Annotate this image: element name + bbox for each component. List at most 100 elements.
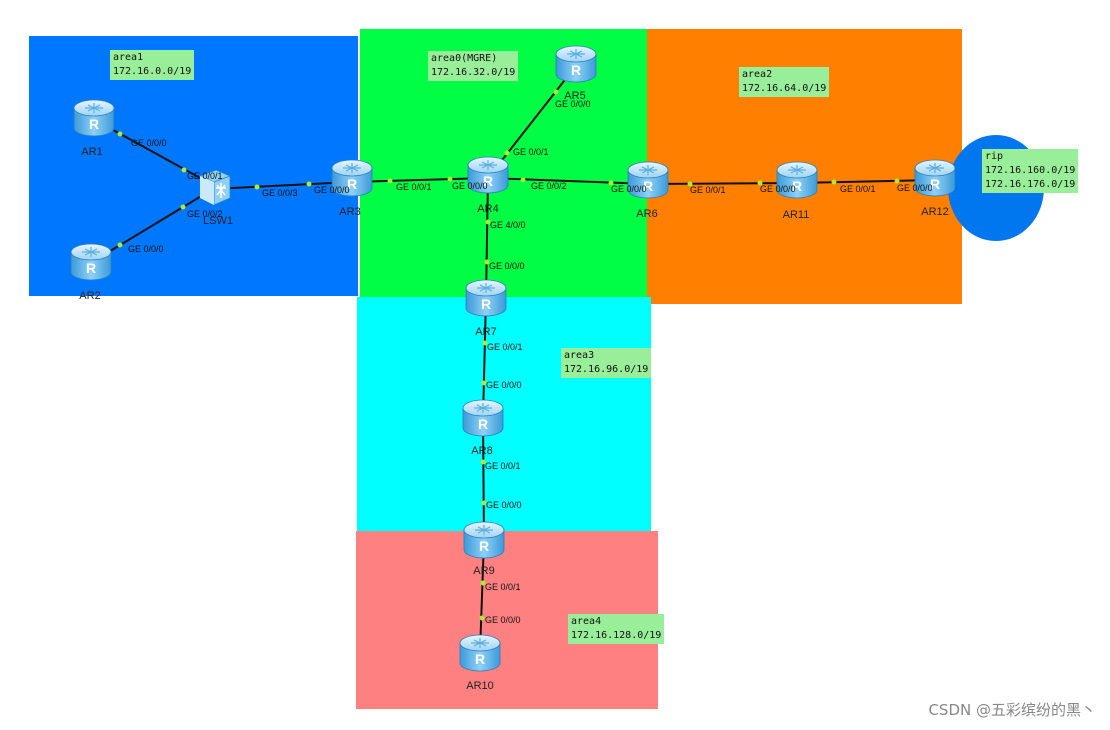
port-dot — [479, 615, 485, 621]
port-label: GE 0/0/0 — [486, 380, 522, 390]
watermark-text: CSDN @五彩缤纷的黑丶 — [928, 701, 1096, 719]
port-dot — [180, 204, 186, 210]
port-label: GE 0/0/3 — [262, 188, 298, 198]
port-dot — [480, 459, 486, 465]
area3-label: area3 172.16.96.0/19 — [561, 348, 652, 378]
area0-subnet: 172.16.32.0/19 — [431, 67, 516, 78]
link-lsw1-ar3 — [212, 181, 353, 190]
port-label: GE 0/0/0 — [489, 261, 525, 271]
device-label-lsw1: LSW1 — [203, 215, 233, 227]
area0-name: area0(MGRE) — [431, 53, 498, 64]
device-label-ar7: AR7 — [475, 326, 497, 338]
port-dot — [553, 89, 559, 95]
device-label-ar12: AR12 — [921, 206, 949, 218]
area4-name: area4 — [571, 616, 602, 627]
port-dot — [687, 181, 693, 187]
port-dot — [181, 167, 187, 173]
port-dot — [481, 380, 487, 386]
port-dot — [481, 500, 487, 506]
router-ar6-icon[interactable] — [625, 160, 671, 200]
device-label-ar8: AR8 — [471, 445, 493, 457]
port-label: GE 0/0/0 — [131, 138, 167, 148]
port-dot — [520, 177, 526, 183]
area1-label: area1 172.16.0.0/19 — [110, 50, 195, 80]
area3-region — [357, 297, 651, 531]
port-dot — [485, 219, 491, 225]
port-dot — [387, 178, 393, 184]
router-ar2-icon[interactable] — [68, 242, 114, 282]
area2-subnet: 172.16.64.0/19 — [742, 83, 827, 94]
port-dot — [254, 184, 260, 190]
port-label: GE 0/0/1 — [690, 185, 726, 195]
router-ar9-icon[interactable] — [461, 520, 507, 560]
area1-name: area1 — [113, 52, 144, 63]
router-ar1-icon[interactable] — [71, 98, 117, 138]
link-ar6-ar11 — [647, 182, 798, 185]
link-ar2-lsw1 — [91, 188, 214, 263]
port-dot — [831, 179, 837, 185]
port-dot — [608, 180, 614, 186]
port-label: GE 0/0/0 — [555, 99, 591, 109]
router-ar8-icon[interactable] — [460, 398, 506, 438]
port-label: GE 0/0/1 — [840, 184, 876, 194]
port-label: GE 0/0/0 — [485, 615, 521, 625]
area0-label: area0(MGRE) 172.16.32.0/19 — [428, 51, 519, 81]
port-label: GE 0/0/1 — [485, 582, 521, 592]
port-dot — [480, 580, 486, 586]
port-label: GE 0/0/0 — [452, 181, 488, 191]
rip-subnet-1: 172.16.160.0/19 — [985, 165, 1076, 176]
link-ar3-ar4 — [351, 177, 489, 183]
port-dot — [504, 150, 510, 156]
port-label: GE 0/0/0 — [314, 185, 350, 195]
port-dot — [894, 178, 900, 184]
port-dot — [757, 180, 763, 186]
link-ar11-ar12 — [796, 179, 936, 184]
link-ar8-ar9 — [482, 417, 485, 541]
port-dot — [306, 181, 312, 187]
router-ar7-icon[interactable] — [463, 278, 509, 318]
port-label: GE 0/0/2 — [187, 209, 223, 219]
router-ar5-icon[interactable] — [553, 44, 599, 84]
link-ar4-ar6 — [487, 177, 649, 185]
port-dot — [484, 259, 490, 265]
device-label-ar1: AR1 — [81, 146, 103, 158]
port-label: GE 0/0/1 — [487, 342, 523, 352]
area1-subnet: 172.16.0.0/19 — [113, 66, 192, 77]
port-label: GE 0/0/0 — [611, 184, 647, 194]
port-dot — [117, 242, 123, 248]
device-label-ar5: AR5 — [564, 90, 586, 102]
device-label-ar9: AR9 — [473, 565, 495, 577]
area2-label: area2 172.16.64.0/19 — [739, 67, 830, 97]
area3-name: area3 — [564, 350, 595, 361]
port-dot — [447, 176, 453, 182]
port-label: GE 0/0/0 — [128, 244, 164, 254]
area2-name: area2 — [742, 69, 773, 80]
port-label: GE 0/0/0 — [486, 500, 522, 510]
link-ar4-ar7 — [485, 177, 489, 299]
port-label: GE 0/0/1 — [485, 461, 521, 471]
area4-label: area4 172.16.128.0/19 — [568, 614, 665, 644]
port-dot — [482, 340, 488, 346]
device-label-ar11: AR11 — [782, 209, 810, 221]
port-label: GE 0/0/0 — [897, 183, 933, 193]
rip-subnet-2: 172.16.176.0/19 — [985, 179, 1076, 190]
link-ar7-ar8 — [482, 297, 487, 419]
port-label: GE 0/0/2 — [531, 181, 567, 191]
port-dot — [117, 131, 123, 137]
device-label-ar3: AR3 — [339, 206, 361, 218]
port-label: GE 0/0/0 — [760, 184, 796, 194]
device-label-ar4: AR4 — [477, 203, 499, 215]
link-ar9-ar10 — [479, 539, 485, 653]
area4-subnet: 172.16.128.0/19 — [571, 630, 662, 641]
router-ar10-icon[interactable] — [457, 633, 503, 673]
rip-name: rip — [985, 151, 1004, 162]
rip-label: rip 172.16.160.0/19 172.16.176.0/19 — [982, 149, 1079, 193]
port-label: GE 4/0/0 — [490, 220, 526, 230]
link-ar1-lsw1 — [94, 119, 214, 186]
router-ar11-icon[interactable] — [774, 160, 820, 200]
port-label: GE 0/0/1 — [187, 171, 223, 181]
device-label-ar2: AR2 — [79, 290, 101, 302]
port-label: GE 0/0/1 — [396, 182, 432, 192]
port-label: GE 0/0/1 — [513, 147, 549, 157]
area3-subnet: 172.16.96.0/19 — [564, 364, 649, 375]
